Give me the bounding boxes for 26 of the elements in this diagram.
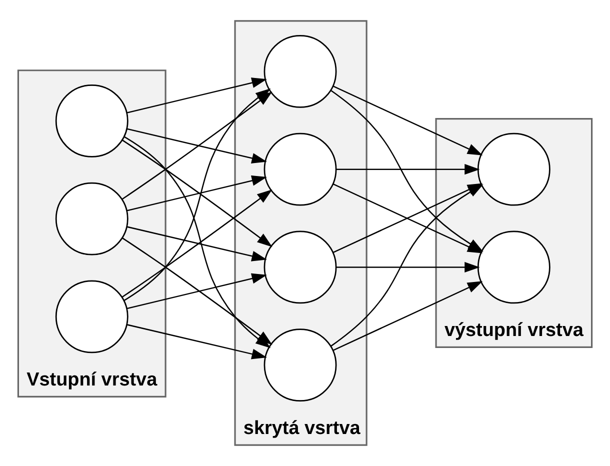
arrow	[336, 164, 480, 175]
node-circle	[264, 34, 337, 108]
node-circle	[477, 230, 550, 304]
arrow	[126, 128, 267, 164]
cluster: skrytá vsrtva	[234, 20, 368, 446]
node-circle	[55, 84, 128, 158]
arrow	[122, 140, 272, 247]
arrow	[122, 189, 272, 298]
node-circle	[55, 280, 128, 354]
arrow	[124, 88, 271, 302]
node-circle	[264, 132, 337, 206]
arrow	[126, 175, 267, 212]
node-circle	[264, 328, 337, 402]
node-circle	[55, 182, 128, 256]
cluster: výstupní vrstva	[435, 118, 593, 348]
arrow	[126, 324, 267, 360]
arrow	[336, 262, 480, 273]
arrow	[332, 86, 483, 156]
arrow	[332, 281, 483, 351]
node-circle	[264, 230, 337, 304]
arrow	[124, 136, 271, 348]
cluster: Vstupní vrstva	[17, 70, 166, 398]
node-circle	[477, 132, 550, 206]
arrow	[126, 78, 267, 114]
arrow	[126, 226, 267, 262]
arrow	[126, 273, 267, 310]
